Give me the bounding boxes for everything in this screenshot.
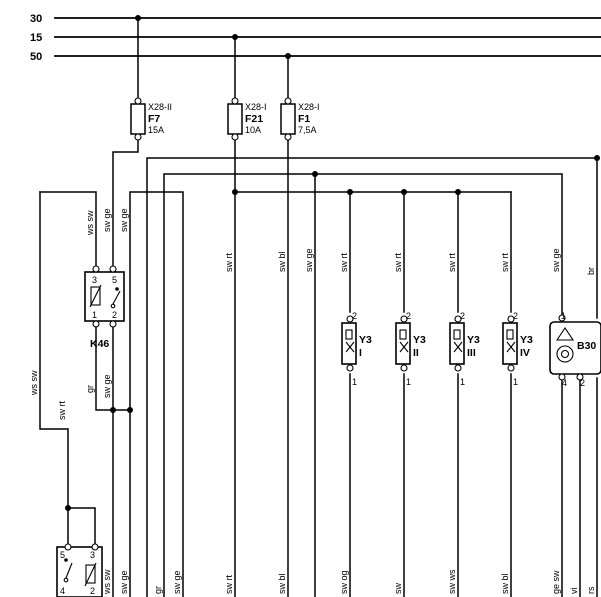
fuse-f1-rating: 7,5A: [298, 125, 317, 135]
svg-text:sw rt: sw rt: [224, 253, 234, 272]
fuse-f21-name: F21: [245, 113, 263, 125]
relay-wire-label-3: sw ge: [119, 208, 129, 232]
svg-text:gr: gr: [85, 385, 95, 393]
svg-text:2: 2: [513, 311, 518, 321]
svg-text:sw og: sw og: [339, 570, 349, 594]
svg-text:sw rt: sw rt: [393, 253, 403, 272]
svg-text:gr: gr: [153, 586, 163, 594]
relay-wire-label-2: sw ge: [102, 208, 112, 232]
svg-text:sw ge: sw ge: [119, 570, 129, 594]
svg-text:sw ge: sw ge: [102, 374, 112, 398]
power-rails: 30 15 50: [30, 13, 601, 63]
svg-text:2: 2: [90, 586, 95, 596]
sensor-pin-4: 4: [562, 378, 567, 388]
svg-text:sw ge: sw ge: [304, 248, 314, 272]
fuse-f1-connector: X28-I: [298, 102, 320, 112]
fuse-f21-rating: 10A: [245, 125, 261, 135]
svg-text:2: 2: [352, 311, 357, 321]
svg-text:1: 1: [513, 377, 518, 387]
sensor-pin-2: 2: [580, 378, 585, 388]
fuse-f7-name: F7: [148, 113, 160, 125]
injector-y3-i: 2 1 Y3 I: [341, 311, 372, 387]
svg-text:sw ge: sw ge: [551, 248, 561, 272]
injector-iii-cyl: III: [467, 347, 476, 359]
svg-text:1: 1: [460, 377, 465, 387]
relay-coil-icon: [90, 286, 101, 306]
wires: [39, 17, 598, 597]
svg-text:5: 5: [60, 550, 65, 560]
injector-iii-name: Y3: [467, 334, 480, 346]
relay-k46-name: K46: [90, 338, 109, 350]
rail-30-label: 30: [30, 13, 42, 25]
svg-text:sw: sw: [393, 583, 403, 595]
sensor-b30: 1 4 2 B30: [549, 311, 601, 388]
injector-ii-cyl: II: [413, 347, 419, 359]
injector-iv-name: Y3: [520, 334, 533, 346]
fuse-f7-connector: X28-II: [148, 102, 172, 112]
svg-text:sw rt: sw rt: [57, 401, 67, 420]
small-relay: 5 3 4 2: [56, 543, 103, 597]
svg-text:ge sw: ge sw: [551, 570, 561, 594]
fuse-f7-rating: 15A: [148, 125, 164, 135]
fuse-f1: X28-I F1 7,5A: [280, 97, 320, 141]
svg-text:sw bl: sw bl: [277, 573, 287, 594]
relay-pin-1: 1: [92, 310, 97, 320]
svg-text:ws sw: ws sw: [102, 569, 112, 595]
injector-y3-ii: 2 1 Y3 II: [395, 311, 426, 387]
svg-text:sw rt: sw rt: [447, 253, 457, 272]
bottom-wire-labels: ws sw sw ge gr sw ge sw rt sw bl sw og s…: [102, 569, 596, 595]
svg-text:sw ge: sw ge: [172, 570, 182, 594]
svg-text:sw bl: sw bl: [277, 251, 287, 272]
injector-y3-iii: 2 1 Y3 III: [449, 311, 480, 387]
left-wire-labels: ws sw sw rt gr sw ge: [29, 370, 112, 420]
svg-text:sw ws: sw ws: [447, 569, 457, 594]
svg-text:1: 1: [352, 377, 357, 387]
relay-contact-icon: [115, 287, 119, 291]
sensor-triangle-icon: [555, 327, 575, 341]
fuse-f21: X28-I F21 10A: [227, 97, 267, 141]
injector-y3-iv: 2 1 Y3 IV: [502, 311, 533, 387]
sensor-b30-name: B30: [577, 340, 596, 352]
svg-text:2: 2: [460, 311, 465, 321]
fuse-f21-connector: X28-I: [245, 102, 267, 112]
svg-text:sw rt: sw rt: [339, 253, 349, 272]
relay-k46: 3 1 5 2 K46 ws sw sw ge sw ge: [84, 208, 129, 350]
relay-pin-5: 5: [112, 275, 117, 285]
rail-50-label: 50: [30, 51, 42, 63]
relay-pin-3: 3: [92, 275, 97, 285]
svg-text:ws sw: ws sw: [29, 370, 39, 396]
svg-text:sw bl: sw bl: [500, 573, 510, 594]
svg-text:vi: vi: [569, 588, 579, 595]
svg-text:4: 4: [60, 586, 65, 596]
injector-i-cyl: I: [359, 347, 362, 359]
fuse-f1-name: F1: [298, 113, 310, 125]
relay-pin-2: 2: [112, 310, 117, 320]
svg-text:1: 1: [406, 377, 411, 387]
svg-text:3: 3: [90, 550, 95, 560]
small-relay-contact-icon: [64, 558, 68, 562]
junction-dots: [65, 155, 600, 511]
upper-wire-labels: sw rt sw bl sw ge sw rt sw rt sw rt sw r…: [224, 248, 596, 275]
injector-i-name: Y3: [359, 334, 372, 346]
svg-text:sw rt: sw rt: [500, 253, 510, 272]
svg-text:2: 2: [406, 311, 411, 321]
injector-ii-name: Y3: [413, 334, 426, 346]
injector-iv-cyl: IV: [520, 347, 530, 359]
sensor-pin-1: 1: [561, 311, 566, 321]
relay-wire-label-1: ws sw: [85, 210, 95, 236]
small-relay-coil-icon: [85, 564, 96, 584]
svg-text:sw rt: sw rt: [224, 575, 234, 594]
svg-text:br: br: [586, 267, 596, 275]
rail-15-label: 15: [30, 32, 42, 44]
fuse-f7: X28-II F7 15A: [130, 97, 172, 141]
sensor-gear-icon: [556, 345, 574, 363]
svg-text:rs: rs: [586, 586, 596, 594]
